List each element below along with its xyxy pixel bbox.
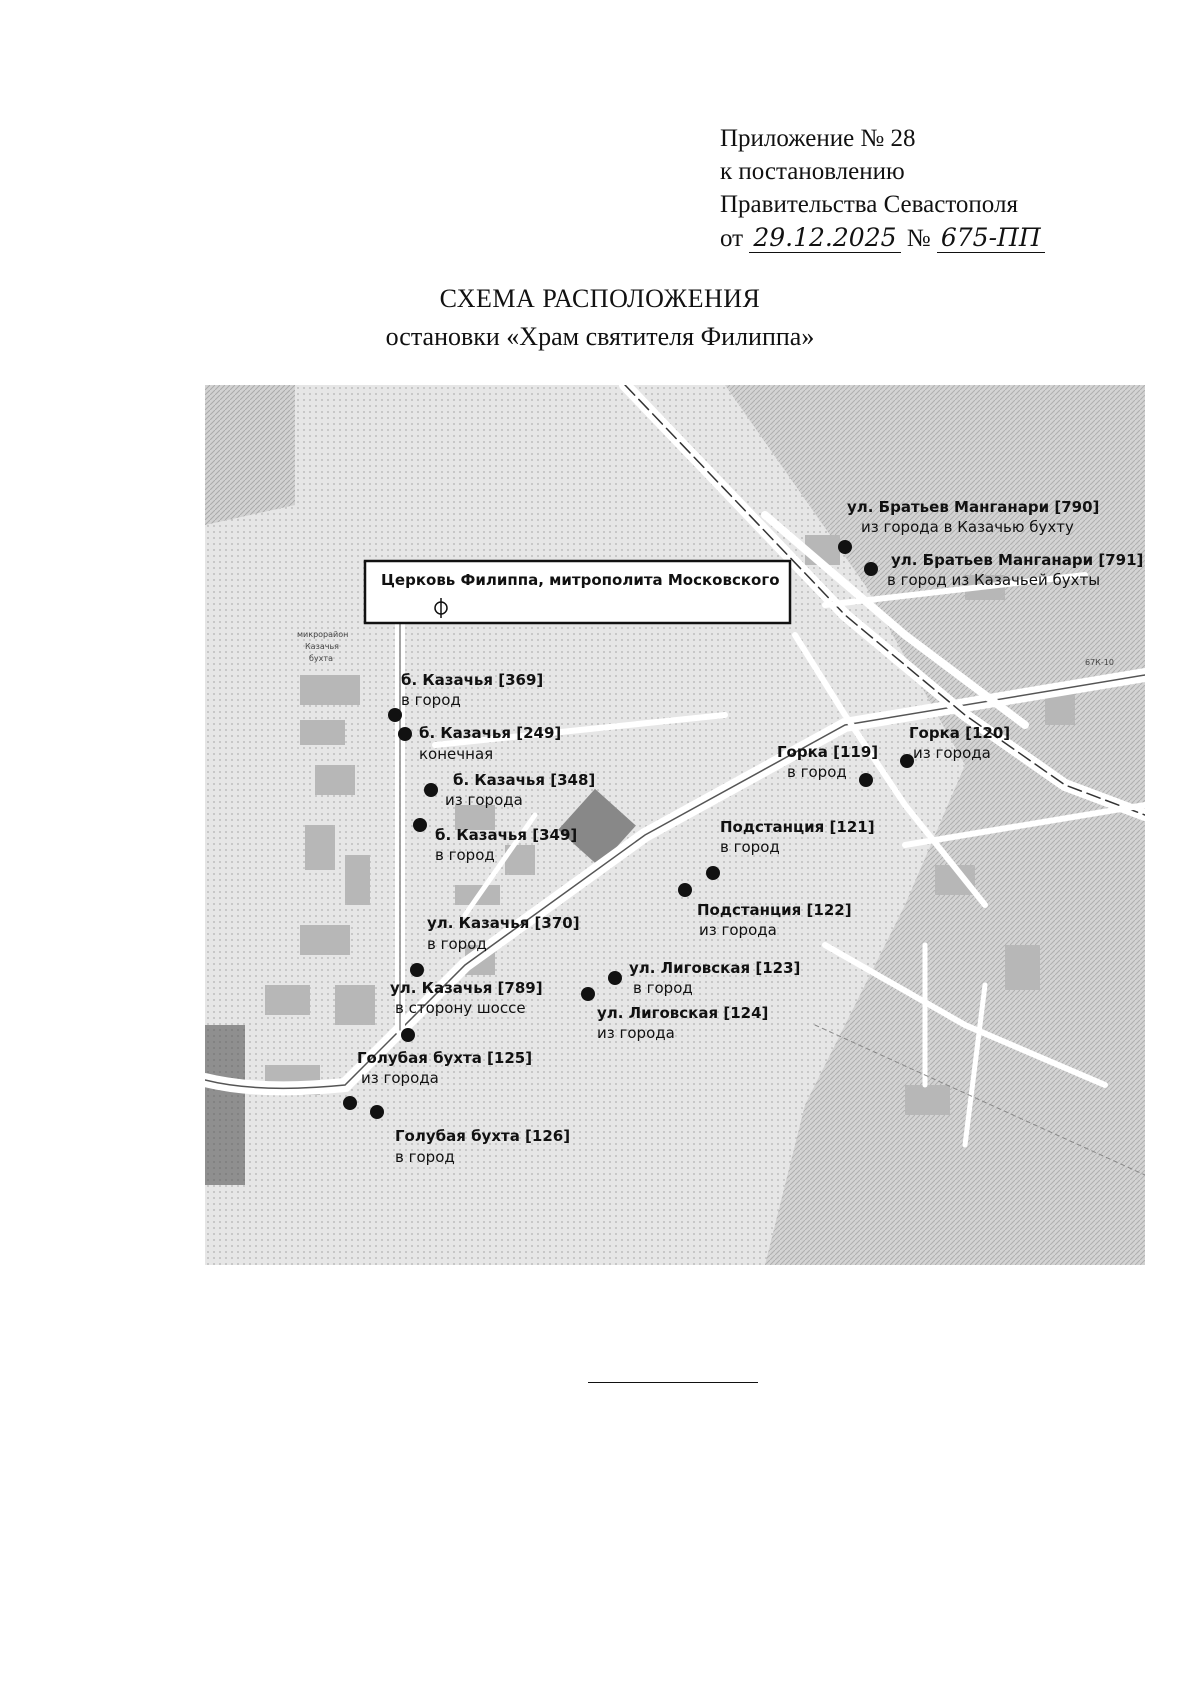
stop-790: ул. Братьев Манганари [790] из города в … xyxy=(838,498,1099,554)
stop-349-name: б. Казачья [349] xyxy=(435,826,577,844)
stop-121: Подстанция [121] в город xyxy=(706,818,875,880)
document-title: СХЕМА РАСПОЛОЖЕНИЯ xyxy=(439,284,761,313)
stop-348-direction: из города xyxy=(445,791,523,809)
church-label: Церковь Филиппа, митрополита Московского xyxy=(381,571,780,589)
stop-349-direction: в город xyxy=(435,846,495,864)
stop-122: Подстанция [122] из города xyxy=(678,883,852,939)
stop-125-direction: из города xyxy=(361,1069,439,1087)
document-subtitle: остановки «Храм святителя Филиппа» xyxy=(385,322,815,351)
stop-119: Горка [119] в город xyxy=(777,743,878,787)
stop-119-name: Горка [119] xyxy=(777,743,878,761)
dark-block-west xyxy=(205,1025,245,1185)
stop-789: ул. Казачья [789] в сторону шоссе xyxy=(390,979,543,1042)
stop-791-name: ул. Братьев Манганари [791] xyxy=(891,551,1143,569)
handwritten-date: 29.12.2025 xyxy=(749,223,901,253)
appendix-government: Правительства Севастополя xyxy=(720,191,1018,218)
stop-370-name: ул. Казачья [370] xyxy=(427,914,580,932)
stop-123-name: ул. Лиговская [123] xyxy=(629,959,800,977)
stop-249-name: б. Казачья [249] xyxy=(419,724,561,742)
stop-124-name: ул. Лиговская [124] xyxy=(597,1004,768,1022)
district-label-1: микрорайон xyxy=(297,630,348,639)
stop-349: б. Казачья [349] в город xyxy=(413,818,577,864)
stop-790-direction: из города в Казачью бухту xyxy=(861,518,1074,536)
stop-791: ул. Братьев Манганари [791] в город из К… xyxy=(864,551,1143,589)
stop-123: ул. Лиговская [123] в город xyxy=(608,959,800,997)
stop-119-direction: в город xyxy=(787,763,847,781)
stop-126: Голубая бухта [126] в город xyxy=(370,1105,570,1166)
road-network xyxy=(205,385,1145,1176)
appendix-date-line: от 29.12.2025 № 675-ПП xyxy=(720,221,1045,255)
terrain-northwest xyxy=(205,385,295,525)
stop-location-map: микрорайон Казачья бухта 67К-10 Церковь … xyxy=(205,385,1145,1265)
stop-124: ул. Лиговская [124] из города xyxy=(581,987,768,1042)
stop-249: б. Казачья [249] конечная xyxy=(398,724,561,763)
appendix-title: Приложение № 28 xyxy=(720,125,916,152)
stop-789-name: ул. Казачья [789] xyxy=(390,979,543,997)
stop-791-direction: в город из Казачьей бухты xyxy=(887,571,1100,589)
stop-122-direction: из города xyxy=(699,921,777,939)
highlight-box xyxy=(363,559,792,625)
appendix-resolution: к постановлению xyxy=(720,158,905,185)
stop-126-name: Голубая бухта [126] xyxy=(395,1127,570,1145)
stop-369-name: б. Казачья [369] xyxy=(401,671,543,689)
district-label-2: Казачья xyxy=(305,642,339,651)
stop-126-direction: в город xyxy=(395,1148,455,1166)
stop-124-direction: из города xyxy=(597,1024,675,1042)
map-canvas: микрорайон Казачья бухта 67К-10 Церковь … xyxy=(205,385,1145,1265)
bottom-divider xyxy=(588,1382,758,1383)
stop-125-name: Голубая бухта [125] xyxy=(357,1049,532,1067)
number-prefix: № xyxy=(906,225,931,252)
terrain-east xyxy=(725,385,1145,1265)
stop-120-direction: из города xyxy=(913,744,991,762)
stop-370: ул. Казачья [370] в город xyxy=(410,914,580,977)
stop-125: Голубая бухта [125] из города xyxy=(343,1049,532,1110)
stop-121-direction: в город xyxy=(720,838,780,856)
stop-348-name: б. Казачья [348] xyxy=(453,771,595,789)
stop-123-direction: в город xyxy=(633,979,693,997)
stop-120-name: Горка [120] xyxy=(909,724,1010,742)
stop-121-name: Подстанция [121] xyxy=(720,818,875,836)
stop-249-direction: конечная xyxy=(419,745,493,763)
church-icon xyxy=(434,598,448,618)
handwritten-number: 675-ПП xyxy=(936,223,1045,253)
stop-120: Горка [120] из города xyxy=(900,724,1010,768)
stop-348: б. Казачья [348] из города xyxy=(424,771,595,809)
appendix-block: Приложение № 28 к постановлению Правител… xyxy=(720,122,1045,255)
stop-789-direction: в сторону шоссе xyxy=(395,999,526,1017)
road-code: 67К-10 xyxy=(1085,658,1114,667)
stop-369-direction: в город xyxy=(401,691,461,709)
date-prefix: от xyxy=(720,225,744,252)
stop-122-name: Подстанция [122] xyxy=(697,901,852,919)
stop-369: б. Казачья [369] в город xyxy=(388,671,543,722)
district-label-3: бухта xyxy=(309,654,333,663)
stop-790-name: ул. Братьев Манганари [790] xyxy=(847,498,1099,516)
stop-370-direction: в город xyxy=(427,935,487,953)
